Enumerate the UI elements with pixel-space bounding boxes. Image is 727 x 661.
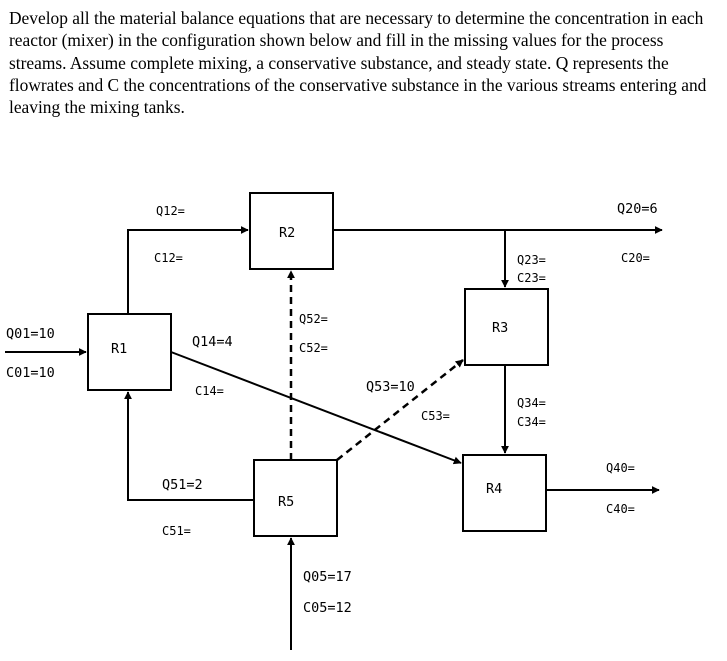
label-c40: C40= [606,502,635,516]
label-c51: C51= [162,524,191,538]
reactor-r1-box [87,313,172,391]
label-c34: C34= [517,415,546,429]
reactor-r3-box [464,288,549,366]
problem-statement: Develop all the material balance equatio… [9,8,707,118]
label-c52: C52= [299,341,328,355]
label-c53: C53= [421,409,450,423]
label-q53: Q53=10 [366,379,415,395]
label-q05: Q05=17 [303,569,352,585]
reactor-r5-label: R5 [278,494,294,510]
label-q01: Q01=10 [6,326,55,342]
label-c23: C23= [517,271,546,285]
label-c14: C14= [195,384,224,398]
label-q52: Q52= [299,312,328,326]
label-c12: C12= [154,251,183,265]
stream-q53-line [336,359,464,461]
reactor-r3-label: R3 [492,320,508,336]
reactor-r4-label: R4 [486,481,502,497]
label-q34: Q34= [517,396,546,410]
label-c01: C01=10 [6,365,55,381]
stream-q14-line [170,351,462,465]
reactor-r4-box [462,454,547,532]
label-q23: Q23= [517,253,546,267]
label-c20: C20= [621,251,650,265]
reactor-r5-box [253,459,338,537]
label-q51: Q51=2 [162,477,203,493]
reactor-r2-label: R2 [279,225,295,241]
stream-q51-line [124,391,254,501]
reactor-r1-label: R1 [111,341,127,357]
label-q40: Q40= [606,461,635,475]
label-q20: Q20=6 [617,201,658,217]
stream-q12-line [127,226,249,314]
label-q14: Q14=4 [192,334,233,350]
label-q12: Q12= [156,204,185,218]
label-c05: C05=12 [303,600,352,616]
